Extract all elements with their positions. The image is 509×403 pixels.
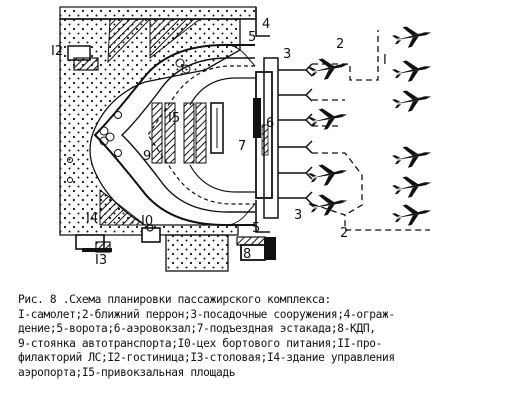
aircraft — [306, 21, 434, 229]
label-gate-bottom: 5 — [252, 221, 260, 236]
label-parking: 9 — [143, 149, 151, 164]
figure-caption: Рис. 8 .Схема планировки пассажирского к… — [18, 293, 500, 381]
label-boarding-top: 3 — [283, 47, 291, 62]
canteen-building — [75, 234, 112, 253]
label-boarding-bottom: 3 — [294, 208, 302, 223]
parking-plot-bottom — [165, 234, 229, 272]
label-apron-bottom: 2 — [340, 226, 348, 241]
caption-line-5: филакторий ЛС;I2-гостиница;I3-столовая;I… — [18, 351, 395, 365]
caption-line-2: I-самолет;2-ближний перрон;3-посадочные … — [18, 307, 395, 321]
label-control: I4 — [86, 211, 98, 226]
label-gate-top: 5 — [248, 30, 256, 45]
label-canteen: I3 — [95, 253, 107, 268]
label-kdp: 8 — [243, 247, 251, 262]
terminal-building — [253, 71, 273, 199]
label-apron-top: 2 — [336, 37, 344, 52]
overpass-loop — [93, 44, 256, 226]
label-fence: 4 — [262, 17, 270, 32]
boarding-piers — [263, 57, 313, 219]
label-plane: I — [383, 53, 387, 68]
catering-building — [141, 224, 161, 243]
label-catering: I0 — [141, 214, 153, 229]
label-plaza: I5 — [168, 111, 180, 126]
caption-line-1: Рис. 8 .Схема планировки пассажирского к… — [18, 293, 331, 306]
legend-numbers: 4 5 5 3 3 2 2 I 6 7 9 I5 I2 I4 I0 I3 8 — [51, 17, 387, 268]
caption-line-3: дение;5-ворота;6-аэровокзал;7-подъездная… — [18, 322, 376, 336]
caption-line-6: аэропорта;I5-привокзальная площадь — [18, 365, 236, 379]
control-tower-building — [236, 236, 276, 261]
label-overpass: 7 — [238, 139, 246, 154]
airport-passenger-complex-scheme: 4 5 5 3 3 2 2 I 6 7 9 I5 I2 I4 I0 I3 8 — [51, 6, 434, 272]
car-parking — [151, 102, 224, 164]
landside-area — [59, 18, 241, 236]
caption-line-4: 9-стоянка автотранспорта;I0-цех бортовог… — [18, 336, 382, 350]
hotel-building — [67, 45, 99, 71]
label-terminal: 6 — [266, 116, 274, 131]
trees — [67, 58, 191, 183]
label-hotel: I2 — [51, 44, 63, 59]
